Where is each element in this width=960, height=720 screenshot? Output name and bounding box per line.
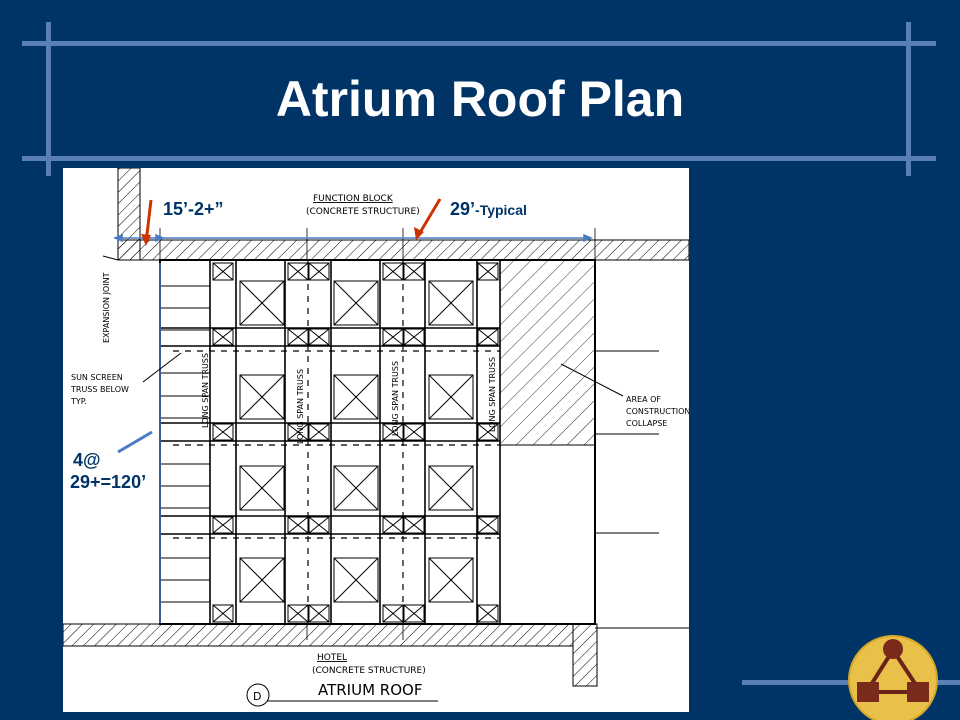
left-edge-purlins <box>160 285 210 603</box>
dimension-lines <box>113 233 593 623</box>
bottom-wall <box>63 623 574 647</box>
truss-label-4: LONG SPAN TRUSS <box>488 357 497 432</box>
sun-screen-label-3: TYP. <box>70 397 87 406</box>
bay-width-left-callout: 15’-2+” <box>163 199 224 219</box>
drawing-marker-circle <box>246 683 270 707</box>
truss-label-1: LONG SPAN TRUSS <box>201 353 210 428</box>
collapse-label-2: CONSTRUCTION <box>626 407 689 416</box>
drawing-title: ATRIUM ROOF <box>318 681 422 699</box>
roof-plan-drawing: FUNCTION BLOCK (CONCRETE STRUCTURE) HOTE… <box>63 168 689 712</box>
collapse-label-3: COLLAPSE <box>626 419 667 428</box>
collapse-leader <box>560 363 624 397</box>
expansion-joint-leader <box>102 255 119 261</box>
grid-vertical-lines <box>159 228 596 640</box>
bottom-wall-right <box>572 623 598 687</box>
spacing-callout-line2: 29+=120’ <box>70 472 147 492</box>
spacing-callout-line1: 4@ <box>73 450 101 470</box>
grid-extensions <box>594 260 659 629</box>
bay-width-typical-suffix: -Typical <box>475 202 527 218</box>
bracing-boxes-large <box>239 280 474 603</box>
drawing-marker: D <box>253 690 261 703</box>
roof-plan-svg: FUNCTION BLOCK (CONCRETE STRUCTURE) HOTE… <box>63 168 689 707</box>
truss-label-3: LONG SPAN TRUSS <box>391 361 400 436</box>
sun-screen-label-1: SUN SCREEN <box>71 373 123 382</box>
slide-title: Atrium Roof Plan <box>275 71 685 127</box>
organization-network-logo-icon <box>848 635 938 720</box>
hotel-label: HOTEL <box>317 653 347 663</box>
top-wall <box>117 239 689 261</box>
frame-right-line <box>906 22 911 176</box>
expansion-joint-label: EXPANSION JOINT <box>102 272 111 343</box>
frame-bottom-line <box>22 156 936 161</box>
roof-grid-lines <box>160 327 500 535</box>
function-block-sub: (CONCRETE STRUCTURE) <box>306 207 420 217</box>
frame-left-line <box>46 22 51 176</box>
truss-label-2: LONG SPAN TRUSS <box>296 369 305 444</box>
frame-top-line <box>22 41 936 46</box>
sun-screen-label-2: TRUSS BELOW <box>70 385 129 394</box>
collapse-area <box>499 259 596 446</box>
collapse-label-1: AREA OF <box>626 395 661 404</box>
function-block-label: FUNCTION BLOCK <box>313 194 394 204</box>
dashed-centerlines <box>173 260 500 624</box>
sun-screen-leader <box>142 352 182 383</box>
bay-width-typical-callout: 29’-Typical <box>450 199 527 220</box>
long-span-trusses <box>209 260 501 624</box>
bracing-boxes-small <box>212 262 499 623</box>
bay-width-typical-value: 29’ <box>450 199 476 219</box>
hotel-sub: (CONCRETE STRUCTURE) <box>312 666 426 676</box>
left-wall <box>117 168 141 261</box>
